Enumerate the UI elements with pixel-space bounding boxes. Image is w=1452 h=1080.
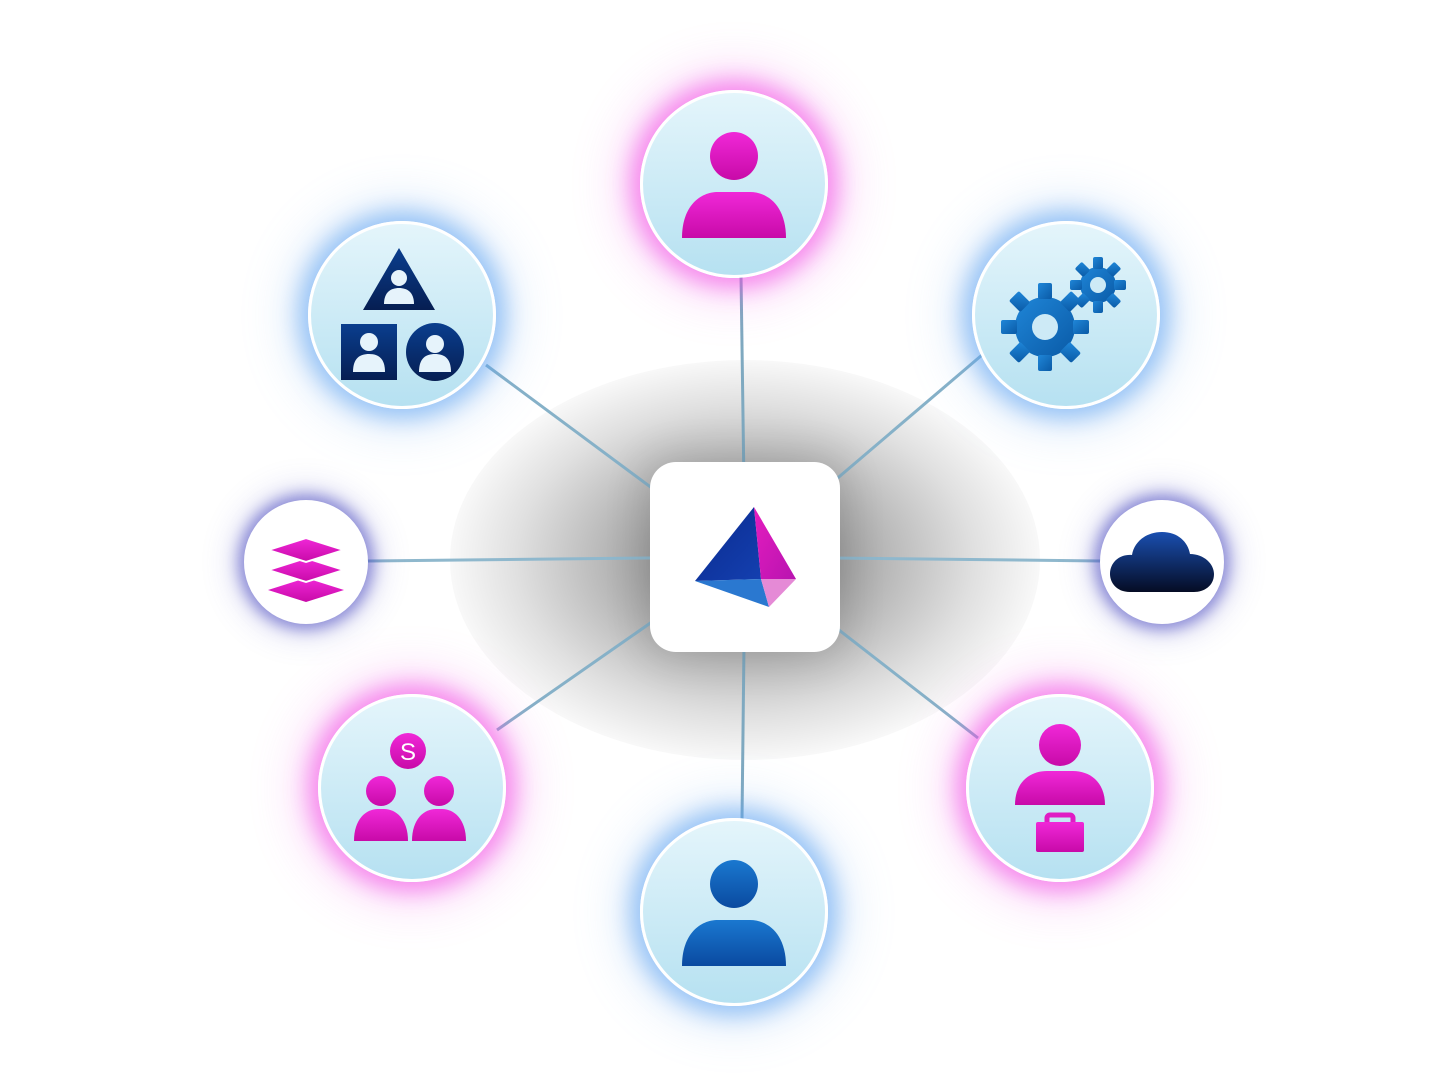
node-cloud[interactable] bbox=[1100, 500, 1224, 624]
user-icon bbox=[682, 132, 786, 238]
group-s-badge-icon: S bbox=[354, 733, 466, 841]
tetrahedron-logo-icon bbox=[695, 507, 796, 607]
org-shapes-users-icon bbox=[341, 248, 464, 381]
gears-icon bbox=[1001, 257, 1126, 371]
badge-s-label: S bbox=[400, 739, 416, 766]
node-group-s[interactable]: S bbox=[318, 694, 506, 882]
hub-tile[interactable] bbox=[650, 462, 840, 652]
node-user-pink[interactable] bbox=[640, 90, 828, 278]
node-user-briefcase[interactable] bbox=[966, 694, 1154, 882]
node-layers[interactable] bbox=[244, 500, 368, 624]
layers-icon bbox=[264, 536, 348, 602]
node-org-users[interactable] bbox=[308, 221, 496, 409]
user-icon bbox=[682, 860, 786, 966]
node-gears[interactable] bbox=[972, 221, 1160, 409]
node-user-blue[interactable] bbox=[640, 818, 828, 1006]
user-briefcase-icon bbox=[1015, 724, 1105, 852]
cloud-icon bbox=[1110, 532, 1214, 592]
